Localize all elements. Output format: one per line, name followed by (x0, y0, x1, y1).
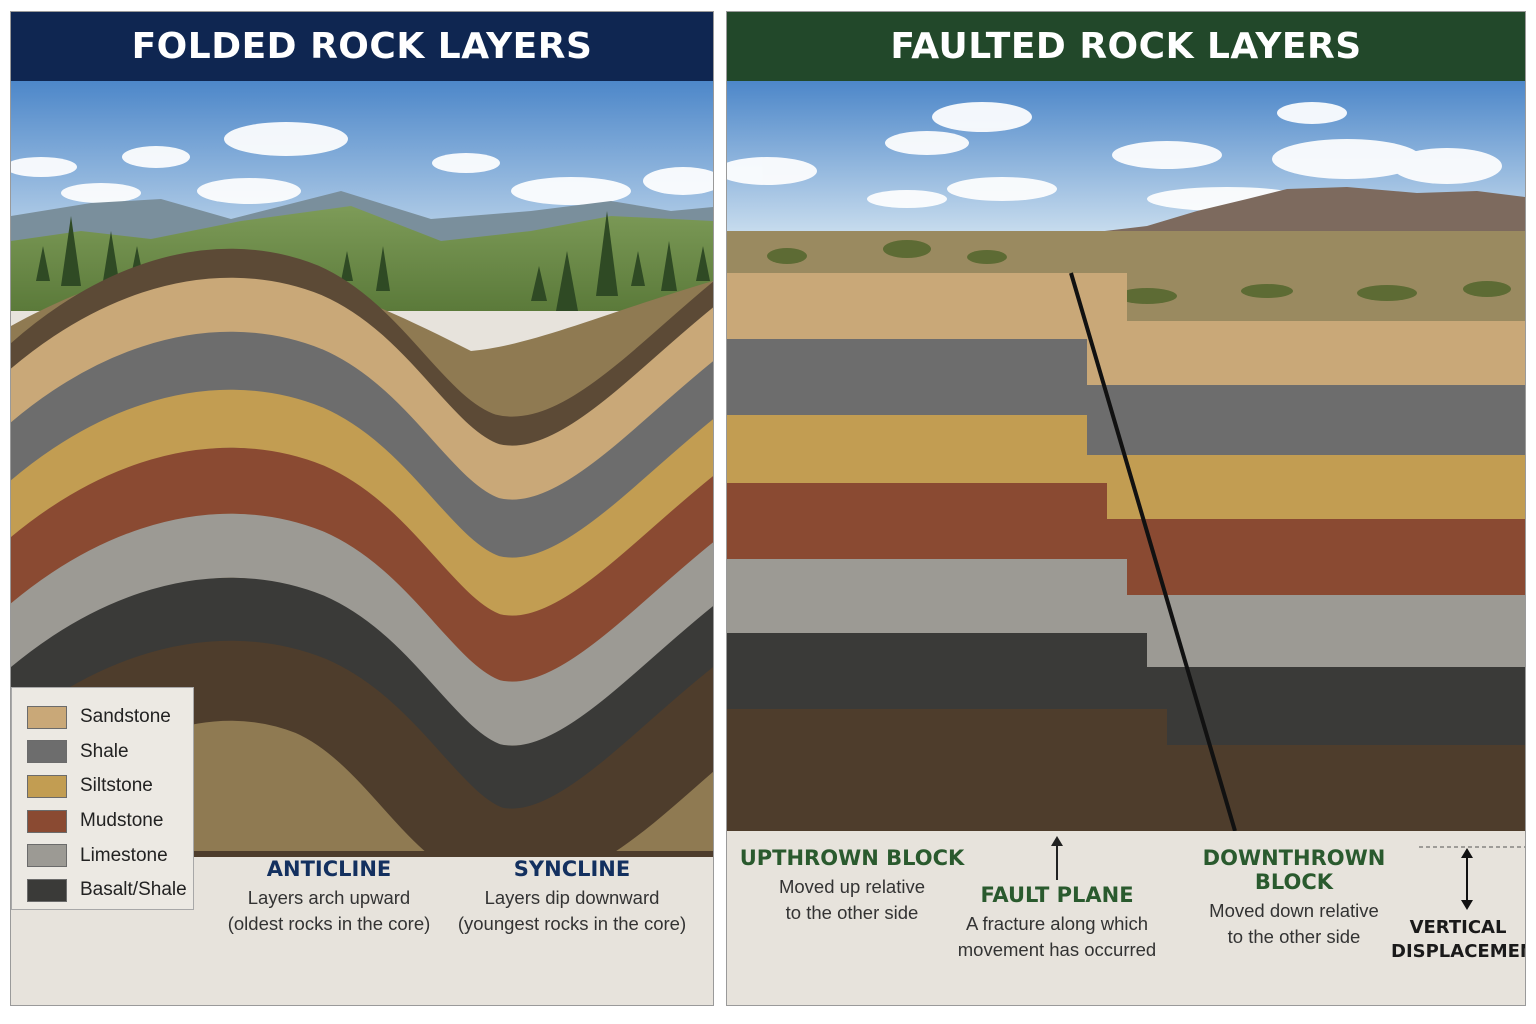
fault-plane-description: A fracture along which movement has occu… (937, 911, 1177, 963)
vertical-displacement-label: VERTICAL DISPLACEMENT (1391, 916, 1525, 964)
downthrown-block (1087, 321, 1525, 831)
fault-arrow-icon (1051, 836, 1063, 880)
sandstone-swatch (27, 705, 67, 729)
syncline-line-1: Layers dip downward (484, 887, 660, 908)
upthrown-description: Moved up relative to the other side (737, 874, 967, 926)
faulted-title: FAULTED ROCK LAYERS (727, 12, 1525, 81)
legend-item-shale: Shale (12, 735, 193, 770)
downthrown-description: Moved down relative to the other side (1177, 898, 1411, 950)
legend-label: Sandstone (80, 706, 171, 728)
trees (36, 211, 710, 311)
legend-label: Limestone (80, 844, 168, 866)
legend-item-siltstone: Siltstone (12, 769, 193, 804)
upthrown-line-1: Moved up relative (778, 876, 926, 897)
vertical-displacement-line-2: DISPLACEMENT (1391, 941, 1525, 962)
upthrown-block (727, 273, 1227, 831)
downthrown-line-1: Moved down relative (1209, 900, 1379, 921)
anticline-line-2: (oldest rocks in the core) (227, 913, 431, 934)
mudstone-swatch (27, 809, 67, 833)
syncline-line-2: (youngest rocks in the core) (457, 913, 687, 934)
rock-legend: Sandstone Shale Siltstone Mudstone Limes… (11, 687, 194, 910)
siltstone-swatch (27, 774, 67, 798)
fault-plane-title: FAULT PLANE (980, 883, 1134, 907)
legend-label: Basalt/Shale (80, 879, 187, 901)
fault-plane-caption: FAULT PLANE A fracture along which movem… (937, 883, 1177, 963)
syncline-title: SYNCLINE (513, 857, 631, 881)
upthrown-title: UPTHROWN BLOCK (739, 846, 965, 870)
legend-item-sandstone: Sandstone (12, 700, 193, 735)
fault-plane-line-1: A fracture along which (965, 913, 1149, 934)
core-fill (11, 851, 713, 857)
faulted-panel: FAULTED ROCK LAYERS (726, 11, 1526, 1006)
upthrown-caption: UPTHROWN BLOCK Moved up relative to the … (737, 846, 967, 926)
syncline-description: Layers dip downward (youngest rocks in t… (447, 885, 697, 937)
legend-item-limestone: Limestone (12, 838, 193, 873)
anticline-description: Layers arch upward (oldest rocks in the … (211, 885, 447, 937)
shale-swatch (27, 740, 67, 764)
faulted-scene (727, 81, 1525, 831)
anticline-title: ANTICLINE (266, 857, 392, 881)
fault-plane-line-2: movement has occurred (957, 939, 1157, 960)
limestone-swatch (27, 844, 67, 868)
legend-label: Shale (80, 740, 129, 762)
folded-scene (11, 81, 713, 857)
upthrown-line-2: to the other side (785, 902, 919, 923)
downthrown-line-2: to the other side (1227, 926, 1361, 947)
shrubs (767, 240, 1511, 304)
basalt-shale-swatch (27, 878, 67, 902)
legend-item-basalt-shale: Basalt/Shale (12, 873, 193, 908)
downthrown-title: DOWNTHROWN BLOCK (1202, 846, 1386, 894)
legend-item-mudstone: Mudstone (12, 804, 193, 839)
vertical-displacement-line-1: VERTICAL (1409, 917, 1507, 938)
vertical-displacement-arrow-icon (1419, 846, 1525, 910)
syncline-caption: SYNCLINE Layers dip downward (youngest r… (447, 857, 697, 937)
folded-strata (11, 248, 713, 857)
legend-label: Siltstone (80, 775, 153, 797)
fault-line (1069, 272, 1237, 831)
legend-label: Mudstone (80, 810, 164, 832)
downthrown-caption: DOWNTHROWN BLOCK Moved down relative to … (1177, 846, 1411, 950)
anticline-caption: ANTICLINE Layers arch upward (oldest roc… (211, 857, 447, 937)
clouds (11, 122, 713, 205)
folded-panel: FOLDED ROCK LAYERS (10, 11, 714, 1006)
folded-title: FOLDED ROCK LAYERS (11, 12, 713, 81)
anticline-line-1: Layers arch upward (247, 887, 411, 908)
